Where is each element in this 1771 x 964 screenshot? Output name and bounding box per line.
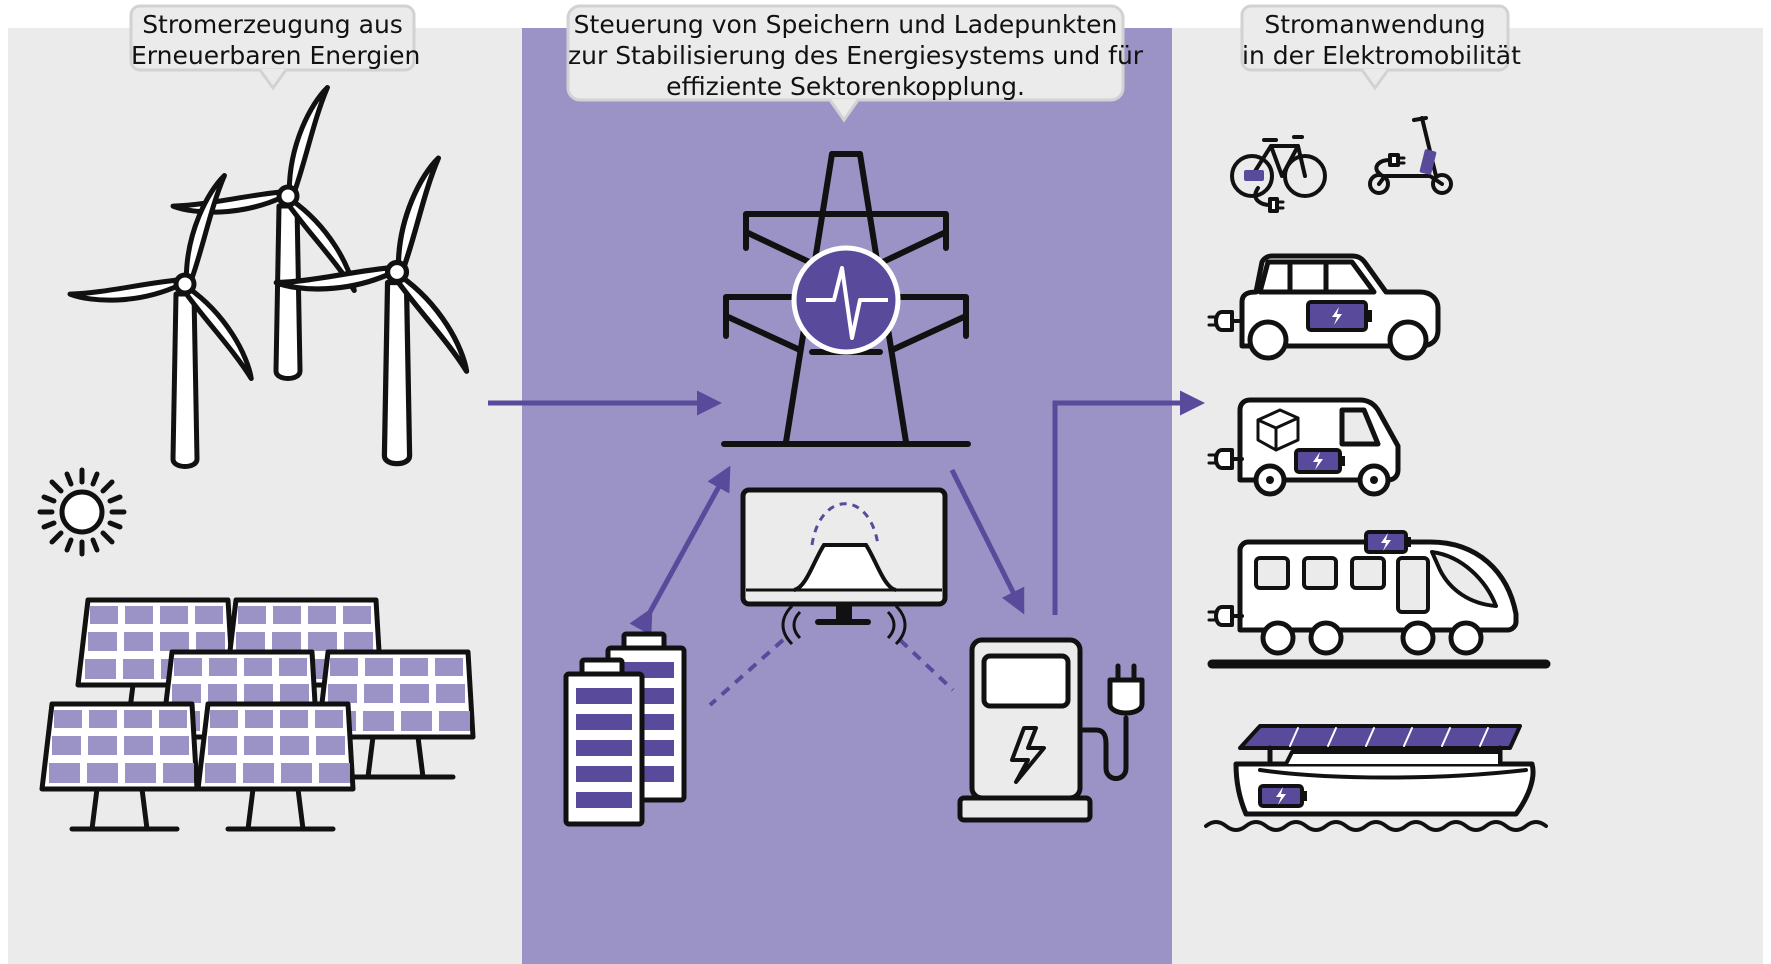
grid-to-charger-arrow — [949, 468, 1025, 615]
monitor-storage-link — [708, 638, 785, 707]
electric-boat-icon — [1204, 724, 1548, 832]
usage-caption-bubble — [1240, 4, 1510, 91]
generation-caption-bubble — [129, 4, 416, 91]
electric-train-icon — [1209, 530, 1551, 669]
caption-line: Stromanwendung — [1264, 10, 1486, 39]
control-caption-bubble — [566, 4, 1125, 123]
e-bike-icon — [1230, 135, 1327, 213]
generation-caption: Stromerzeugung aus Erneuerbaren Energien — [131, 9, 421, 71]
charger-to-mobility-arrow — [1052, 390, 1205, 615]
e-scooter-icon — [1368, 116, 1453, 195]
electric-car-icon — [1209, 253, 1441, 361]
caption-line: zur Stabilisierung des Energiesystems un… — [568, 41, 1144, 70]
battery-storage-icon — [563, 631, 687, 827]
grid-signal-icon — [791, 245, 901, 355]
charging-station-icon — [957, 637, 1145, 823]
electric-van-icon — [1209, 397, 1401, 497]
caption-line: effiziente Sektorenkopplung. — [666, 72, 1025, 101]
caption-line: Steuerung von Speichern und Ladepunkten — [573, 10, 1118, 39]
caption-line: Stromerzeugung aus — [142, 10, 403, 39]
control-caption: Steuerung von Speichern und Ladepunkten … — [568, 9, 1144, 102]
sun-icon — [37, 467, 127, 557]
monitor-icon — [740, 487, 948, 646]
grid-storage-arrow — [629, 465, 731, 636]
monitor-charger-link — [898, 638, 955, 692]
usage-caption: Stromanwendung in der Elektromobilität — [1242, 9, 1521, 71]
caption-line: Erneuerbaren Energien — [131, 41, 421, 70]
caption-line: in der Elektromobilität — [1242, 41, 1521, 70]
